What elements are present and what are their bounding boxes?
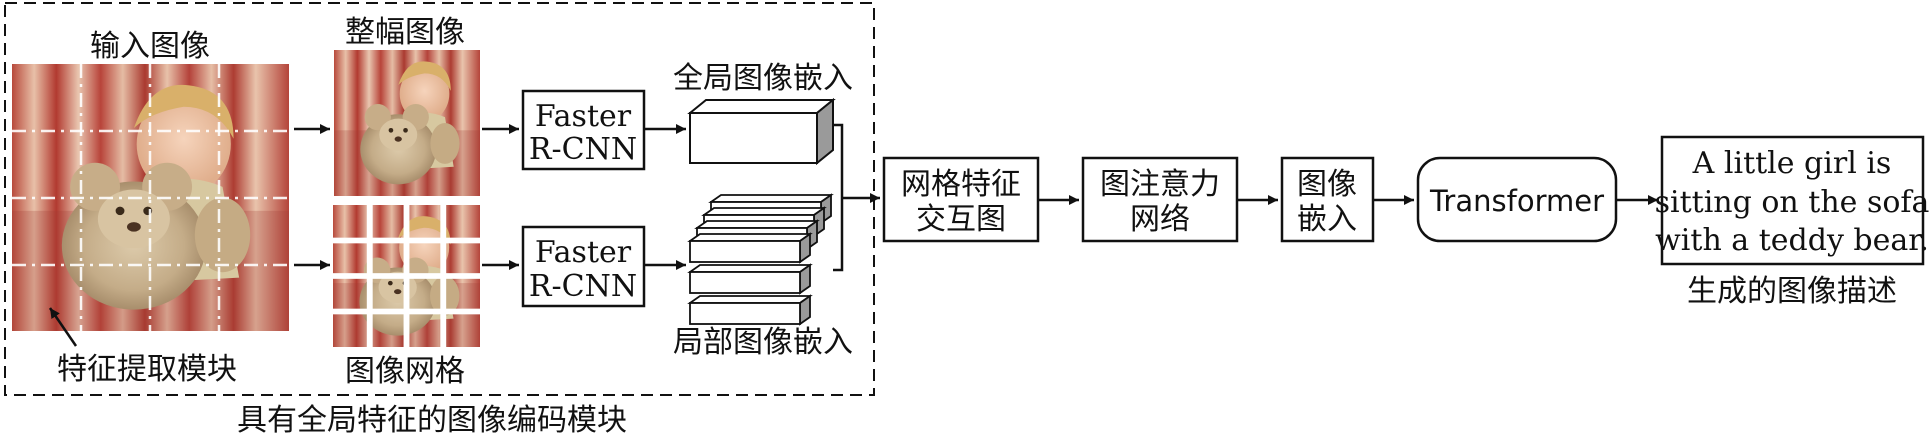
whole-image-label: 整幅图像	[345, 15, 465, 50]
global-embedding-label: 全局图像嵌入	[673, 61, 853, 96]
feature-extraction-label: 特征提取模块	[57, 352, 237, 387]
transformer-label: Transformer	[1429, 184, 1604, 218]
generated-caption-label: 生成的图像描述	[1687, 274, 1897, 309]
faster-rcnn-bottom-line1: Faster	[535, 235, 632, 270]
caption-line2: sitting on the sofa	[1655, 185, 1930, 220]
attention-network-box: 图注意力 网络	[1081, 156, 1239, 243]
local-embedding-label: 局部图像嵌入	[673, 325, 853, 360]
grid-interaction-line1: 网格特征	[901, 167, 1021, 202]
faster-rcnn-bottom-line2: R-CNN	[529, 269, 637, 304]
transformer-box: Transformer	[1416, 156, 1618, 243]
merge-connector	[833, 123, 880, 272]
grid-interaction-box: 网格特征 交互图	[882, 156, 1040, 243]
input-image-grid-overlay	[12, 64, 289, 331]
caption-line1: A little girl is	[1692, 146, 1892, 181]
image-embedding-line1: 图像	[1297, 167, 1357, 202]
attention-network-line2: 网络	[1130, 202, 1190, 237]
encoder-module-label: 具有全局特征的图像编码模块	[237, 403, 627, 438]
image-grid	[333, 205, 480, 347]
faster-rcnn-bottom-box: Faster R-CNN	[521, 225, 646, 308]
feature-extraction-pointer	[48, 307, 78, 347]
input-image-label: 输入图像	[90, 29, 210, 64]
faster-rcnn-top-line2: R-CNN	[529, 132, 637, 167]
whole-image	[334, 50, 480, 196]
faster-rcnn-top-line1: Faster	[535, 99, 632, 134]
image-grid-label: 图像网格	[345, 354, 465, 389]
caption-box: A little girl is sitting on the sofa wit…	[1655, 135, 1930, 266]
image-embedding-box: 图像 嵌入	[1280, 156, 1375, 243]
faster-rcnn-top-box: Faster R-CNN	[521, 89, 646, 171]
image-embedding-line2: 嵌入	[1297, 202, 1357, 237]
grid-interaction-line2: 交互图	[916, 202, 1006, 237]
attention-network-line1: 图注意力	[1100, 167, 1220, 202]
caption-line3: with a teddy bear.	[1655, 223, 1929, 258]
local-embedding-stack	[687, 193, 834, 326]
global-embedding-block	[687, 97, 836, 166]
